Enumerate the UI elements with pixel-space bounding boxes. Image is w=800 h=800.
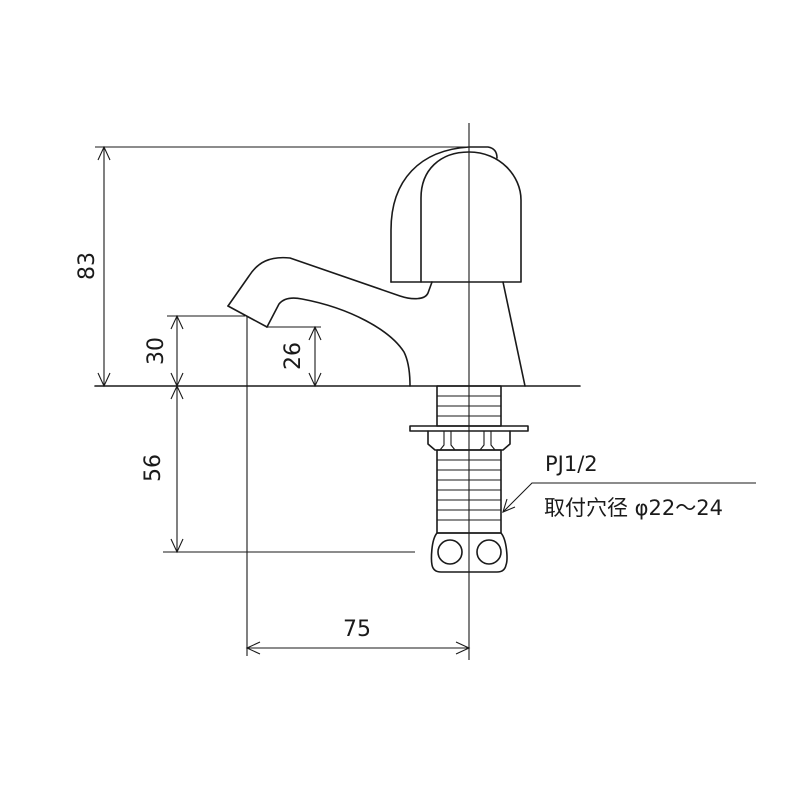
lock-nut-slots [439, 431, 496, 451]
dim-83-arrows [97, 145, 111, 388]
dim-26-arrows [308, 325, 322, 388]
hose-connector [430, 532, 508, 573]
leader-arrow [502, 498, 516, 513]
leader-line [502, 482, 756, 513]
thread-spec-label: PJ1/2 [545, 452, 598, 476]
hose-port-left [437, 539, 463, 565]
shank-lower-threads [437, 459, 501, 521]
dim-30-label: 30 [144, 337, 169, 365]
washer-plate [409, 425, 529, 432]
dim-56-label: 56 [141, 454, 166, 482]
dim-56-arrows [170, 384, 184, 554]
handle-inner-dome [420, 151, 522, 283]
hose-port-right [476, 539, 502, 565]
dim-75-label: 75 [343, 617, 371, 642]
dim-26-label: 26 [281, 342, 306, 370]
shank-upper-threads [437, 395, 501, 417]
handle-outer-dome [390, 146, 498, 283]
spout-upper-profile [227, 256, 433, 307]
dim-83-label: 83 [75, 252, 100, 280]
body-taper-right [502, 281, 526, 387]
dim-75-arrows [245, 641, 471, 655]
spout-lower-profile [266, 297, 411, 387]
mounting-hole-label: 取付穴径 φ22〜24 [544, 496, 723, 520]
